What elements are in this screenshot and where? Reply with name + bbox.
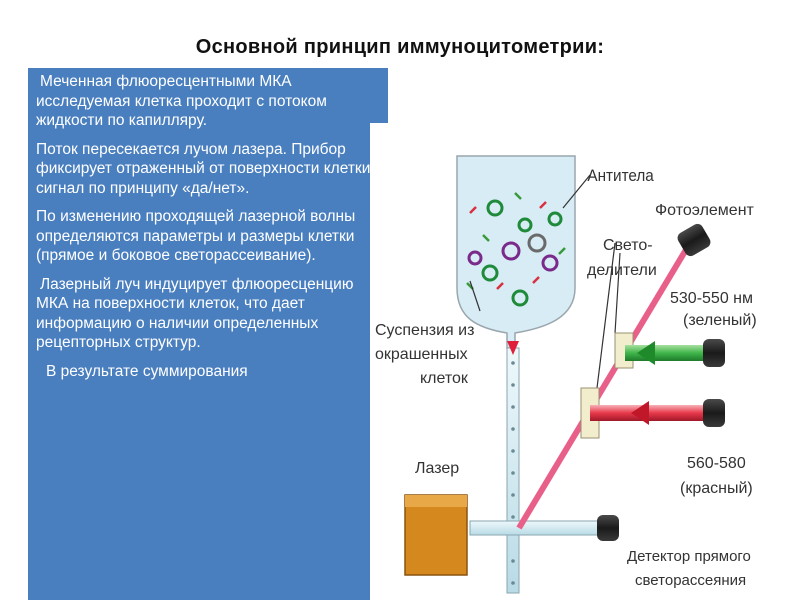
green-detector [703,339,725,367]
flow-cytometer-diagram: Антитела Фотоэлемент Свето- делители 530… [375,155,757,594]
red-arrow [631,401,649,425]
label-red-name: (красный) [680,480,753,497]
paragraph-summation: В результате суммирования [46,362,248,380]
paragraph-scatter: По изменению проходящей лазерной волны о… [36,208,356,264]
label-green-range: 530-550 нм [670,290,753,307]
paragraph-capillary: Меченная флюоресцентными МКА исследуемая… [36,73,327,129]
stained-cells [467,199,563,307]
label-laser: Лазер [415,460,459,477]
label-green-name: (зеленый) [683,312,757,329]
label-red-range: 560-580 [687,455,746,472]
label-leaders [469,174,621,389]
label-photoelement: Фотоэлемент [655,202,755,219]
panel-text: Меченная флюоресцентными МКА исследуемая… [36,72,381,390]
text-panel-tab [370,68,388,123]
label-suspension-line2: окрашенных [375,346,468,363]
label-suspension-line3: клеток [420,370,469,387]
side-scatter-beam [516,236,696,530]
paragraph-laser-intersect: Поток пересекается лучом лазера. Прибор … [36,140,371,197]
label-suspension-line1: Суспензия из [375,322,474,339]
capillary-cells [511,361,515,585]
label-antibodies: Антитела [587,166,653,185]
flow-arrow [507,341,519,355]
photoelement-detector [677,223,711,257]
forward-scatter-beam [469,520,606,536]
forward-scatter-detector [597,515,619,541]
label-splitters-line2: делители [587,262,657,279]
text-panel [28,68,370,600]
label-splitters-line1: Свето- [603,237,653,254]
green-arrow [637,341,655,365]
label-detector-line2: светорассеяния [635,572,746,589]
paragraph-fluorescence: Лазерный луч индуцирует флюоресценцию МК… [36,275,354,352]
label-detector-line1: Детектор прямого [627,548,751,565]
red-detector [703,399,725,427]
slide-title: Основной принцип иммуноцитометрии: [195,36,605,58]
red-beam [590,405,715,421]
laser-box [404,494,468,576]
